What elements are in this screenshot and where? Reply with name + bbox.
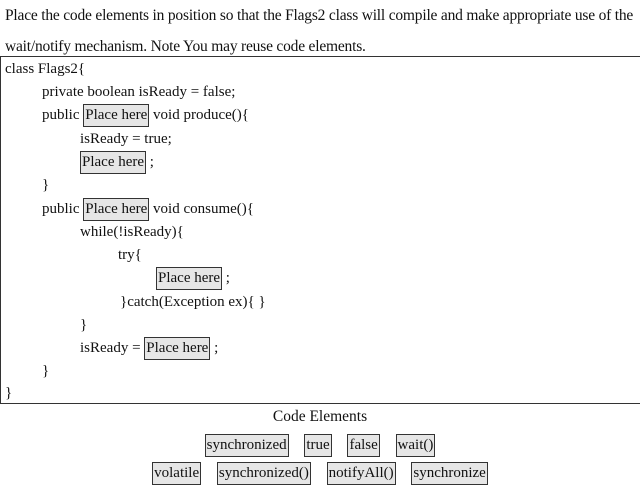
code-line-consume: public Place here void consume(){ (42, 197, 254, 222)
produce-public-keyword: public (42, 107, 80, 123)
code-element-notifyall[interactable]: notifyAll() (326, 462, 396, 485)
code-top-divider (0, 56, 640, 57)
drop-slot-consume-modifier[interactable]: Place here (83, 198, 150, 222)
code-element-synchronize[interactable]: synchronize (411, 462, 488, 485)
code-element-wait[interactable]: wait() (395, 434, 436, 457)
drop-slot-reset-value[interactable]: Place here (144, 337, 211, 361)
code-line-class-decl: class Flags2{ (5, 61, 86, 77)
code-line-produce-call: Place here ; (80, 150, 154, 175)
code-elements-row-1: synchronized true false wait() (0, 434, 640, 457)
code-line-try: try{ (118, 247, 142, 263)
drop-slot-produce-call[interactable]: Place here (80, 151, 147, 175)
code-elements-row-2: volatile synchronized() notifyAll() sync… (0, 462, 640, 485)
code-line-field: private boolean isReady = false; (42, 84, 236, 100)
question-text: Place the code elements in position so t… (5, 7, 634, 55)
code-line-reset-ready: isReady = Place here ; (80, 336, 219, 361)
code-element-synchronized[interactable]: synchronized (204, 434, 289, 457)
drop-slot-produce-modifier[interactable]: Place here (83, 104, 150, 128)
code-bottom-divider (0, 403, 640, 404)
code-line-catch: }catch(Exception ex){ } (120, 294, 266, 310)
code-line-produce-close: } (42, 177, 50, 193)
produce-signature: void produce(){ (153, 107, 249, 123)
code-line-while-close: } (80, 317, 88, 333)
code-line-set-ready: isReady = true; (80, 131, 172, 147)
reset-ready-semicolon: ; (214, 340, 219, 356)
code-line-while: while(!isReady){ (80, 224, 184, 240)
code-elements-title: Code Elements (272, 408, 368, 425)
code-element-synchronized-call[interactable]: synchronized() (216, 462, 311, 485)
code-left-border (0, 56, 1, 404)
consume-signature: void consume(){ (153, 201, 254, 217)
code-element-false[interactable]: false (347, 434, 380, 457)
produce-call-semicolon: ; (149, 154, 154, 170)
code-element-volatile[interactable]: volatile (152, 462, 202, 485)
code-element-true[interactable]: true (304, 434, 332, 457)
consume-call-semicolon: ; (225, 270, 230, 286)
code-line-consume-close: } (42, 363, 50, 379)
code-line-consume-call: Place here ; (156, 266, 230, 291)
consume-public-keyword: public (42, 201, 80, 217)
code-line-class-close: } (5, 385, 13, 401)
reset-ready-assignment: isReady = (80, 340, 141, 356)
code-line-produce: public Place here void produce(){ (42, 103, 249, 128)
drop-slot-consume-call[interactable]: Place here (156, 267, 223, 291)
